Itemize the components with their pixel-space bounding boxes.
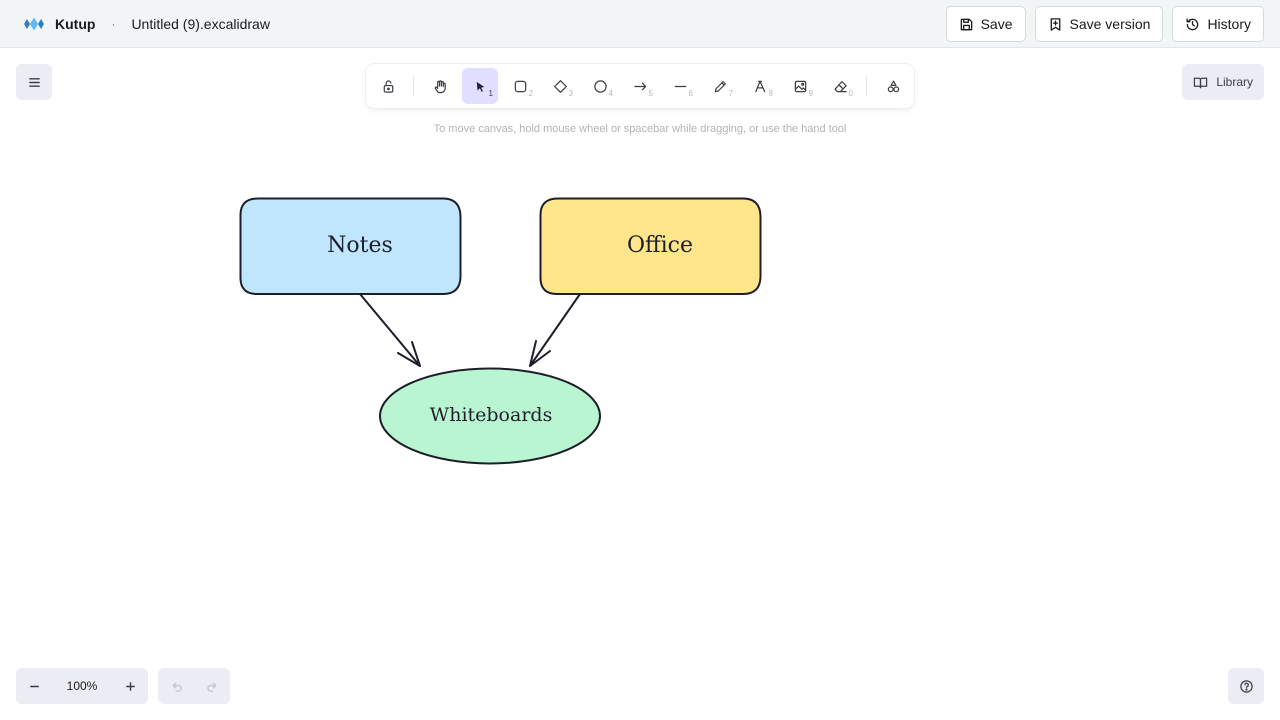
arrow-icon (633, 82, 646, 90)
text-icon (754, 80, 765, 92)
help-button[interactable] (1228, 668, 1264, 704)
undo-icon (172, 682, 182, 692)
plus-icon (125, 681, 135, 691)
toolbar-divider (866, 76, 867, 96)
lock-icon (383, 79, 393, 93)
save-version-button-label: Save version (1069, 16, 1151, 32)
library-button[interactable]: Library (1182, 64, 1264, 100)
bookmark-plus-icon (1050, 17, 1060, 31)
minus-icon (29, 685, 39, 687)
save-icon (960, 18, 972, 30)
arrow-office-to-whiteboards[interactable] (529, 293, 581, 367)
history-button-label: History (1207, 16, 1251, 32)
main-menu-button[interactable] (16, 64, 52, 100)
history-button[interactable]: History (1172, 6, 1264, 42)
shapes-icon (887, 80, 899, 92)
arrow-notes-to-whiteboards[interactable] (359, 293, 421, 367)
rectangle-tool-button[interactable]: 2 (502, 68, 538, 104)
shape-toolbar: 1 2 3 4 5 6 7 (366, 64, 914, 108)
eraser-tool-button[interactable]: 0 (822, 68, 858, 104)
ellipse-shortcut-key: 4 (608, 89, 613, 98)
extra-tools-button[interactable] (875, 68, 911, 104)
redo-button[interactable] (194, 668, 230, 704)
brand[interactable]: Kutup (20, 16, 95, 32)
diamond-shortcut-key: 3 (568, 89, 573, 98)
image-icon (794, 80, 806, 92)
document-title[interactable]: Untitled (9).excalidraw (131, 15, 270, 32)
redo-icon (206, 682, 216, 692)
rectangle-icon (514, 80, 526, 92)
app-header: Kutup · Untitled (9).excalidraw Save Sav… (0, 0, 1280, 48)
zoom-level[interactable]: 100% (66, 679, 98, 693)
zoom-out-button[interactable] (16, 668, 52, 704)
eraser-icon (833, 80, 847, 92)
image-tool-button[interactable]: 9 (782, 68, 818, 104)
toolbar-divider (413, 76, 414, 96)
whiteboards-ellipse-shape (379, 367, 601, 465)
pencil-icon (714, 80, 726, 92)
selection-shortcut-key: 1 (488, 89, 493, 98)
whiteboards-label: Whiteboards (430, 404, 553, 426)
brand-name: Kutup (55, 15, 96, 32)
office-rectangle-shape (539, 197, 762, 296)
history-icon (1186, 18, 1199, 30)
ellipse-icon (593, 79, 607, 93)
draw-tool-button[interactable]: 7 (702, 68, 738, 104)
line-shortcut-key: 6 (688, 89, 693, 98)
office-node[interactable]: Office (539, 197, 762, 296)
line-tool-button[interactable]: 6 (662, 68, 698, 104)
arrow-shortcut-key: 5 (648, 89, 653, 98)
rectangle-shortcut-key: 2 (528, 89, 533, 98)
zoom-in-button[interactable] (112, 668, 148, 704)
hand-icon (434, 79, 446, 93)
hand-tool-button[interactable] (422, 68, 458, 104)
text-tool-button[interactable]: 8 (742, 68, 778, 104)
canvas-hint: To move canvas, hold mouse wheel or spac… (433, 123, 847, 135)
diamond-tool-button[interactable]: 3 (542, 68, 578, 104)
save-button-label: Save (980, 16, 1013, 32)
whiteboards-node[interactable]: Whiteboards (379, 367, 601, 465)
arrow-tool-button[interactable]: 5 (622, 68, 658, 104)
kutup-logo-icon (24, 17, 44, 30)
image-shortcut-key: 9 (808, 89, 813, 98)
lock-tool-button[interactable] (370, 68, 406, 104)
notes-label: Notes (327, 233, 393, 258)
pointer-icon (476, 81, 484, 92)
save-button[interactable]: Save (945, 6, 1026, 42)
save-version-button[interactable]: Save version (1034, 6, 1164, 42)
line-icon (674, 85, 686, 87)
notes-rectangle-shape (239, 197, 462, 296)
help-circle-icon (1239, 679, 1253, 693)
diamond-icon (553, 79, 567, 93)
header-actions: Save Save version History (945, 6, 1264, 42)
text-shortcut-key: 8 (768, 89, 773, 98)
hamburger-menu-icon (28, 77, 40, 87)
header-separator: · (111, 16, 116, 31)
undo-button[interactable] (158, 668, 194, 704)
zoom-controls: 100% (16, 668, 148, 704)
undo-redo-controls (158, 668, 230, 704)
notes-node[interactable]: Notes (239, 197, 462, 296)
office-label: Office (627, 233, 693, 258)
ellipse-tool-button[interactable]: 4 (582, 68, 618, 104)
book-open-icon (1194, 77, 1208, 88)
eraser-shortcut-key: 0 (848, 89, 853, 98)
draw-shortcut-key: 7 (728, 89, 733, 98)
selection-tool-button[interactable]: 1 (462, 68, 498, 104)
library-button-label: Library (1216, 75, 1253, 89)
